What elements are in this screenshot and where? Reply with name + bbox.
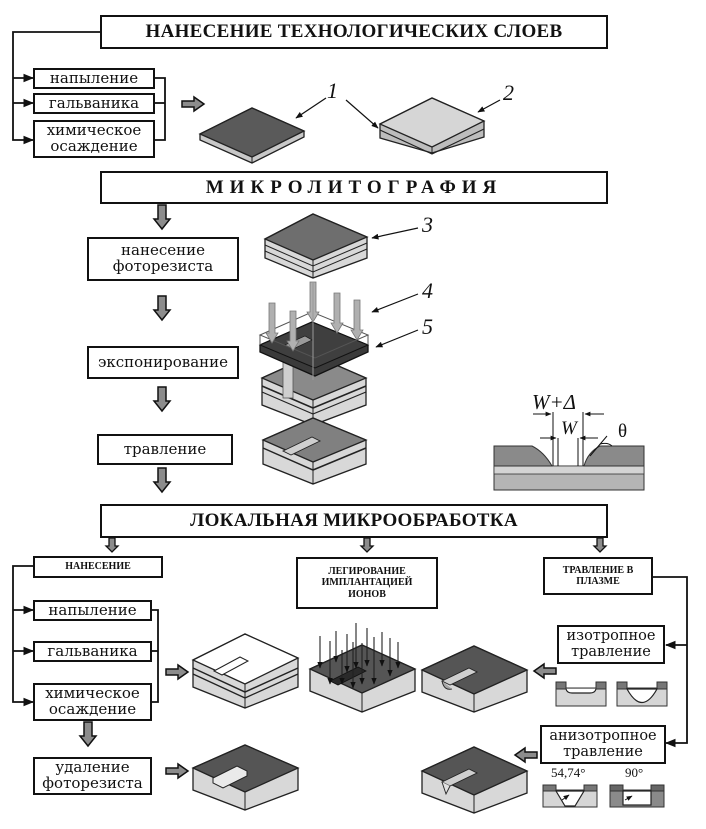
method-electroplating: гальваника	[33, 93, 155, 114]
wafer-deposited	[191, 633, 300, 709]
step-photoresist-coating: нанесение фоторезиста	[87, 237, 239, 281]
wafer-etched	[261, 417, 368, 485]
anisotropic-profile-sloped	[542, 784, 598, 808]
arrow-to-anisotropic-wafer	[514, 747, 538, 763]
section-header-layers: НАНЕСЕНИЕ ТЕХНОЛОГИЧЕСКИХ СЛОЕВ	[100, 15, 608, 49]
wafer-final	[191, 744, 300, 811]
wafer-photoresist	[263, 213, 369, 279]
isotropic-profile-deep	[616, 681, 668, 707]
section-header-local-processing: ЛОКАЛЬНАЯ МИКРООБРАБОТКА	[100, 504, 608, 538]
callout-1: 1	[327, 78, 338, 103]
arrow-to-removal	[79, 721, 97, 747]
wafer-anisotropic-etched	[420, 746, 529, 814]
exposure-assembly	[258, 281, 370, 426]
deposition-method-chemical: химическое осаждение	[33, 683, 152, 721]
section1-connectors	[12, 31, 166, 145]
label-w-plus-delta: W+Δ	[532, 390, 576, 414]
method-sputtering: напыление	[33, 68, 155, 89]
arrow-to-deposited-wafer	[165, 664, 189, 680]
method-chemical-deposition: химическое осаждение	[33, 120, 155, 158]
anisotropic-profile-vertical	[609, 784, 665, 808]
step-exposure: экспонирование	[87, 346, 239, 379]
callout-3: 3	[422, 212, 433, 237]
step-photoresist-removal: удаление фоторезиста	[33, 757, 152, 795]
angle-label-90: 90°	[625, 765, 644, 780]
callout-5: 5	[422, 314, 433, 339]
arrow-to-doping	[360, 537, 374, 553]
angle-label-54: 54,74°	[551, 765, 586, 780]
callout-2: 2	[503, 80, 514, 105]
arrow-to-wafer	[181, 96, 205, 112]
callout-4: 4	[422, 278, 433, 303]
deposition-connectors	[12, 565, 159, 707]
wafer-implanted	[308, 623, 417, 713]
section-header-lithography: МИКРОЛИТОГРАФИЯ	[100, 171, 608, 204]
arrow-down-2	[153, 295, 171, 321]
isotropic-profile-shallow	[555, 681, 607, 707]
arrow-to-plasma	[593, 537, 607, 553]
label-w: W	[561, 418, 577, 439]
wafer-single-layer	[198, 107, 306, 164]
deposition-method-sputtering: напыление	[33, 600, 152, 621]
step-etching: травление	[97, 434, 233, 465]
arrow-to-deposition	[105, 537, 119, 553]
label-theta: θ	[618, 421, 628, 442]
subheader-ion-implantation: ЛЕГИРОВАНИЕ ИМПЛАНТАЦИЕЙ ИОНОВ	[296, 557, 438, 609]
plasma-isotropic-etching: изотропное травление	[557, 625, 665, 664]
plasma-anisotropic-etching: анизотропное травление	[540, 725, 666, 764]
etch-profile	[493, 411, 645, 491]
arrow-down-4	[153, 467, 171, 493]
deposition-method-electroplating: гальваника	[33, 641, 152, 662]
subheader-plasma-etching: ТРАВЛЕНИЕ В ПЛАЗМЕ	[543, 557, 653, 595]
arrow-down-3	[153, 386, 171, 412]
wafer-isotropic-etched	[420, 645, 529, 713]
arrow-down-1	[153, 204, 171, 230]
arrow-to-final-wafer	[165, 763, 189, 779]
wafer-two-layers	[378, 97, 486, 155]
plasma-connectors	[653, 576, 688, 748]
arrow-to-isotropic-wafer	[533, 663, 557, 679]
subheader-deposition: НАНЕСЕНИЕ	[33, 556, 163, 578]
